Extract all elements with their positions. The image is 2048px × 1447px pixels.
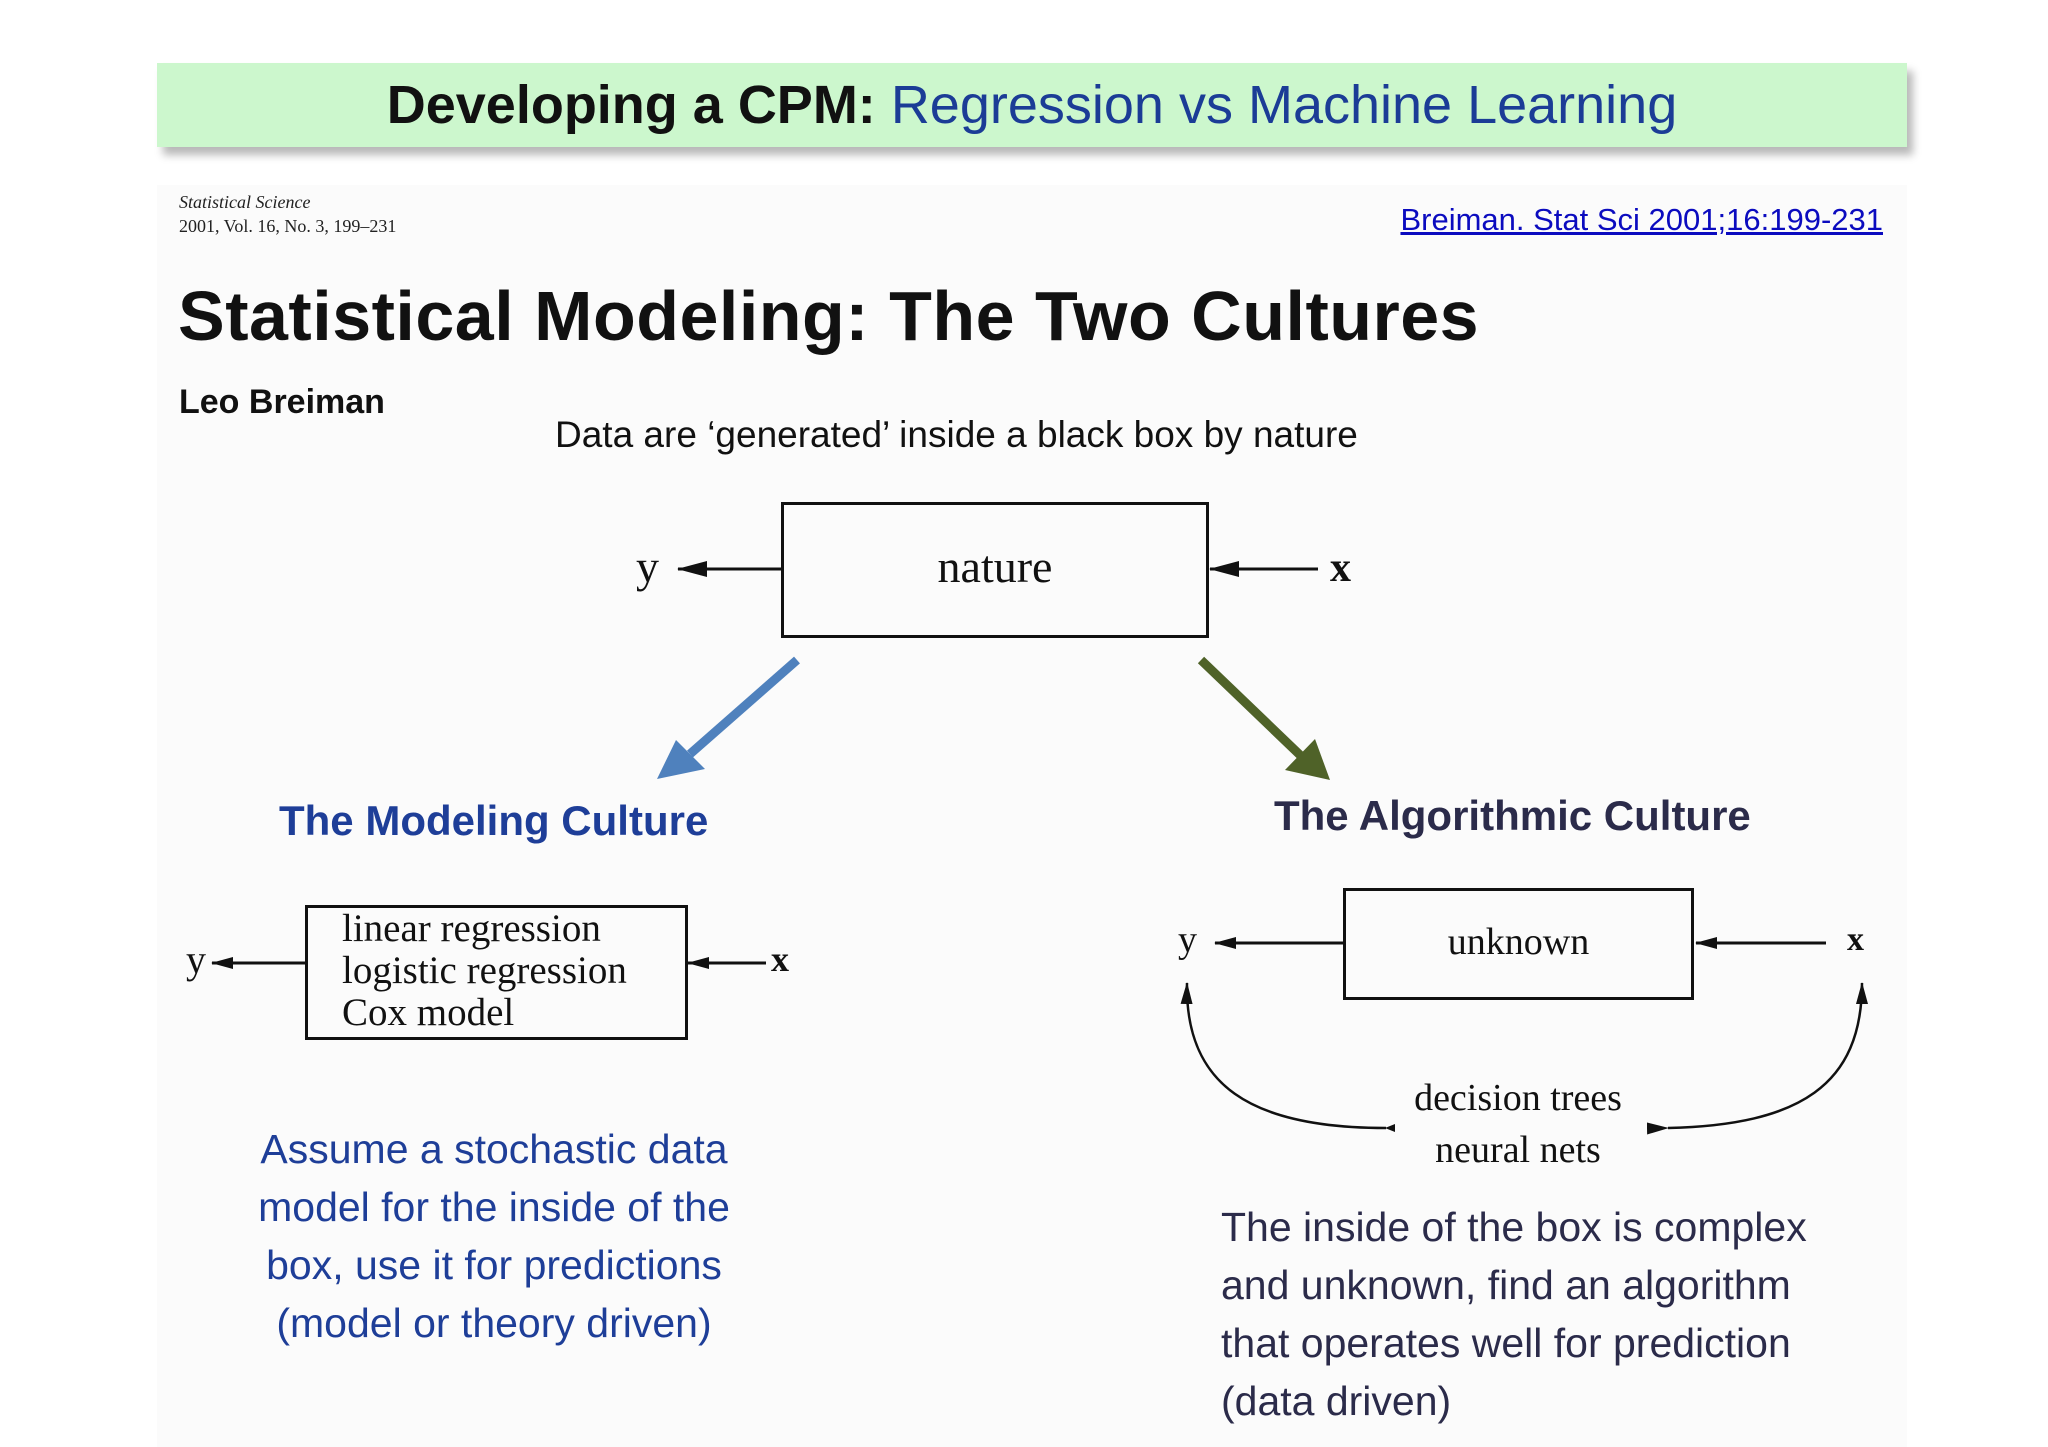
algorithmic-culture-heading: The Algorithmic Culture [1274,792,1751,839]
paper-author: Leo Breiman [179,383,385,421]
algorithmic-box-label: unknown [1447,921,1590,963]
algorithmic-culture-arrowhead [1285,739,1330,780]
modeling-description-line-4: (model or theory driven) [276,1300,712,1346]
slide-title-rest: Regression vs Machine Learning [890,75,1678,135]
modeling-description-line-1: Assume a stochastic data [260,1126,728,1172]
algorithmic-right-curve [1646,982,1868,1135]
algorithmic-description: The inside of the box is complex and unk… [1221,1198,1807,1430]
journal-name: Statistical Science [179,192,311,212]
algorithmic-method-nets: neural nets [1435,1129,1601,1171]
algorithmic-output-label: y [1178,919,1197,961]
algorithmic-description-line-2: and unknown, find an algorithm [1221,1262,1791,1308]
modeling-culture-arrow [687,656,800,758]
modeling-output-label: y [186,937,206,982]
nature-caption: Data are ‘generated’ inside a black box … [555,414,1358,455]
algorithmic-description-line-3: that operates well for prediction [1221,1320,1791,1366]
modeling-description-line-2: model for the inside of the [258,1184,730,1230]
modeling-method-linear: linear regression [342,907,601,950]
nature-box [781,502,1209,638]
modeling-method-cox: Cox model [342,991,515,1034]
algorithmic-culture-arrow [1197,656,1304,759]
algorithmic-left-curve [1180,982,1396,1133]
modeling-description: Assume a stochastic data model for the i… [180,1120,808,1352]
modeling-input-label: x [771,939,789,979]
algorithmic-input-label: x [1847,921,1864,958]
algorithmic-method-trees: decision trees [1414,1077,1622,1119]
journal-volume: 2001, Vol. 16, No. 3, 199–231 [179,216,397,236]
algorithmic-methods: decision trees neural nets [1370,1072,1666,1176]
nature-box-label: nature [937,541,1053,592]
slide-title: Developing a CPM: Regression vs Machine … [157,63,1907,147]
paper-excerpt-background [157,185,1907,1447]
paper-title: Statistical Modeling: The Two Cultures [178,277,1480,355]
algorithmic-box [1343,888,1694,1000]
modeling-culture-arrowhead [657,740,705,779]
slide-title-bold: Developing a CPM: [386,75,876,135]
modeling-box [305,905,688,1040]
nature-output-label: y [636,541,659,592]
citation-link[interactable]: Breiman. Stat Sci 2001;16:199-231 [1400,202,1883,237]
nature-input-label: x [1330,545,1351,591]
algorithmic-description-line-1: The inside of the box is complex [1221,1204,1807,1250]
modeling-description-line-3: box, use it for predictions [266,1242,722,1288]
modeling-culture-heading: The Modeling Culture [279,797,709,844]
algorithmic-description-line-4: (data driven) [1221,1378,1452,1424]
modeling-method-logistic: logistic regression [342,949,627,992]
modeling-box-lines: linear regression logistic regression Co… [342,908,627,1034]
